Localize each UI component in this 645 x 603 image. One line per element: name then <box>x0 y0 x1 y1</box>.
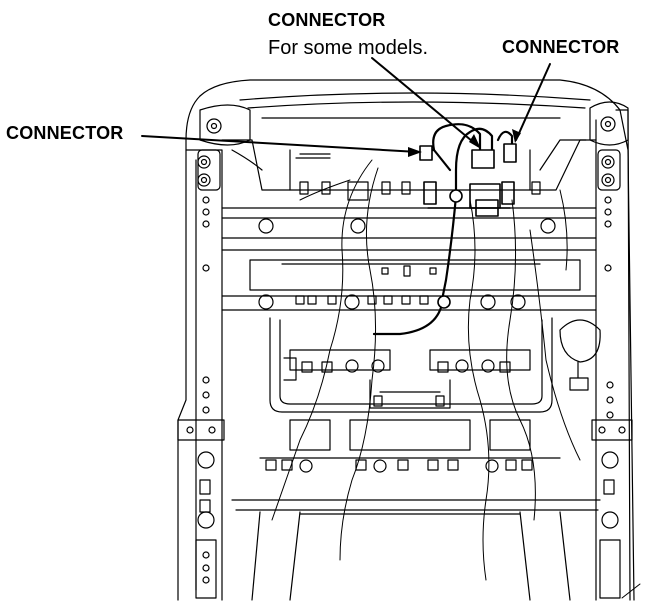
right-side-rail <box>560 102 632 600</box>
wiring-harness <box>272 160 580 580</box>
sensor-harness <box>374 124 512 334</box>
upper-cross-member <box>222 140 596 200</box>
top-connector-leader <box>372 58 478 146</box>
corner-mark <box>622 584 640 598</box>
left-connector-leader <box>142 136 418 152</box>
leader-lines <box>142 58 550 152</box>
top-connector-note: For some models. <box>268 37 429 59</box>
leader-arrowheads <box>408 129 521 157</box>
left-connector-label: CONNECTOR <box>6 123 124 143</box>
connector-nodes <box>438 190 462 308</box>
right-connector-label: CONNECTOR <box>502 37 620 57</box>
left-side-rail <box>178 105 250 600</box>
seat-cushion-base <box>232 500 600 600</box>
horizontal-tubes <box>222 208 596 310</box>
top-connector-label: CONNECTOR <box>268 10 386 30</box>
spring-grid <box>260 318 560 472</box>
left-connector-body <box>420 146 432 160</box>
center-connector-body <box>472 150 494 168</box>
rivet-row <box>259 295 525 309</box>
right-connector-leader <box>516 64 550 140</box>
right-connector-body <box>504 144 516 162</box>
connector-bodies <box>420 144 516 216</box>
seat-back-frame <box>178 80 634 600</box>
